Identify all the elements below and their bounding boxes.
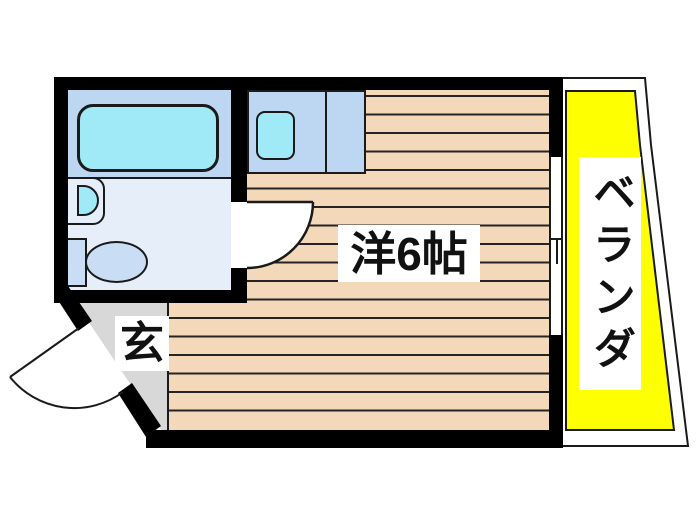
wall-bathroom-right-lower [231, 268, 247, 303]
toilet-bowl-icon [85, 241, 148, 283]
wall-bathroom-bottom [54, 290, 247, 303]
entrance-door-leaf [9, 327, 80, 378]
wall-diagonal-upper [54, 286, 92, 331]
wall-right-lower [549, 335, 563, 448]
wall-bottom [146, 430, 563, 448]
veranda-label: ベランダ [579, 157, 641, 390]
sliding-window-icon [549, 157, 563, 335]
kitchen-counter-divider [325, 90, 327, 174]
kitchen-sink-icon [256, 111, 295, 160]
washbasin-icon [77, 185, 99, 216]
window-sash-line-vertical [556, 238, 558, 264]
toilet-tank-icon [66, 238, 87, 287]
entrance-label: 玄 [115, 316, 169, 371]
entrance-door-arc [9, 376, 124, 410]
entrance-door-swing [10, 328, 123, 409]
wall-diagonal-lower [118, 383, 161, 437]
bathtub-icon [77, 104, 219, 172]
wall-bathroom-right-upper [231, 90, 247, 202]
main-room-label: 洋6帖 [338, 225, 480, 282]
wall-top [54, 77, 563, 90]
wall-right-upper [549, 77, 563, 157]
